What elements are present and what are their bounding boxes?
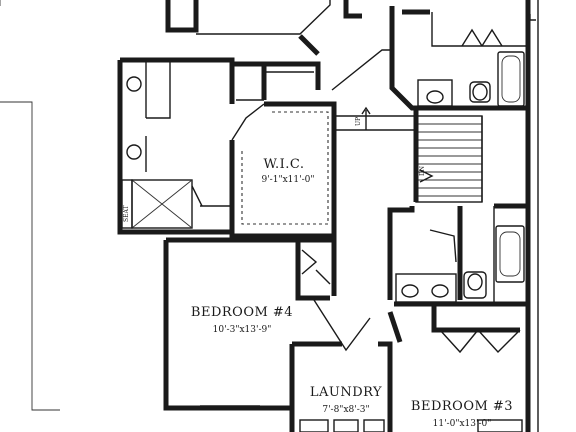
middle-sink-left xyxy=(401,284,419,298)
bedroom4-room xyxy=(163,237,371,411)
washer xyxy=(299,419,329,432)
stairs-area xyxy=(331,49,483,203)
bedroom4-name: BEDROOM #4 xyxy=(191,305,293,320)
bathtub xyxy=(497,51,525,107)
stair-up-label: UP xyxy=(355,117,362,126)
middle-sink-right xyxy=(431,284,449,298)
laundry-room xyxy=(289,341,393,432)
middle-bathtub xyxy=(495,225,525,283)
upper-bath xyxy=(417,28,525,107)
sink-left-top xyxy=(126,76,142,92)
exterior-outline xyxy=(0,0,60,411)
bedroom3-dims: 11'-0"x13'-0" xyxy=(433,419,492,429)
bedroom3-fixture xyxy=(477,419,523,432)
upper-walls xyxy=(165,0,539,432)
bedroom4-dims: 10'-3"x13'-9" xyxy=(213,325,272,335)
laundry-dims: 7'-8"x8'-3" xyxy=(322,405,369,415)
stair-treads xyxy=(416,123,482,197)
bedroom3-name: BEDROOM #3 xyxy=(411,399,513,414)
middle-bath xyxy=(387,203,528,307)
wic-room xyxy=(229,61,337,239)
bedroom3-room xyxy=(387,304,523,432)
sink-left-bottom xyxy=(126,144,142,160)
labels: W.I.C. 9'-1"x11'-0" BEDROOM #4 10'-3"x13… xyxy=(123,117,513,429)
dryer xyxy=(333,419,359,432)
wic-name: W.I.C. xyxy=(263,157,304,172)
laundry-name: LAUNDRY xyxy=(310,385,382,400)
stair-dn-label: DN xyxy=(419,166,426,176)
master-bath xyxy=(117,57,235,235)
laundry-sink xyxy=(363,419,385,432)
shower-seat-label: SEAT xyxy=(123,206,130,223)
wic-dims: 9'-1"x11'-0" xyxy=(261,175,314,185)
sink xyxy=(426,90,444,104)
